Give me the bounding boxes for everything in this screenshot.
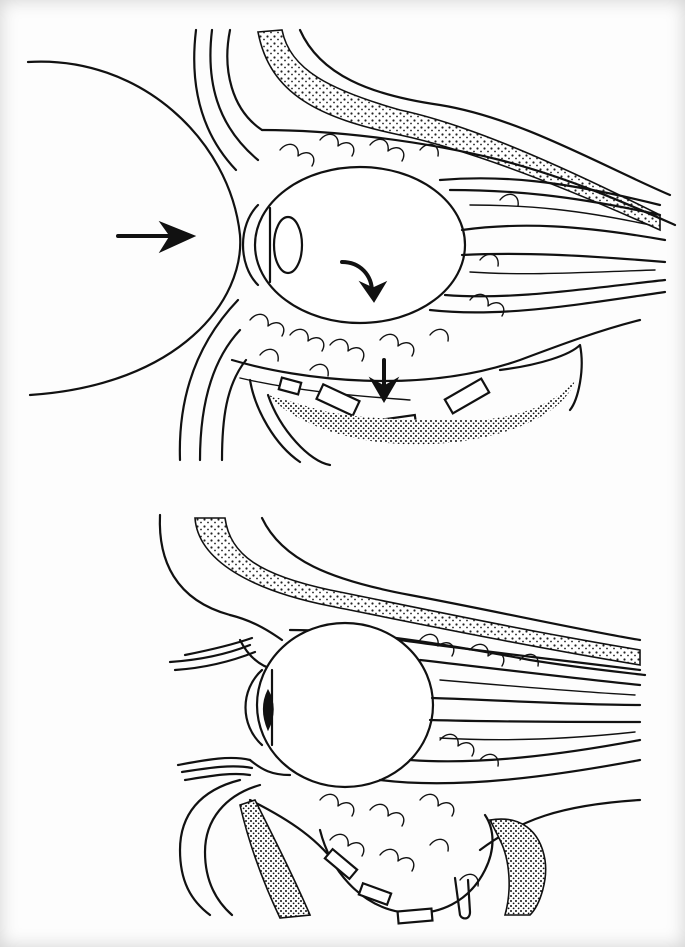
orbital-floor-bottom <box>250 800 640 870</box>
optic-nerve-upper <box>462 226 665 240</box>
maxillary-bone-bottom-left <box>240 800 310 918</box>
lower-lid-contour-3 <box>222 360 246 460</box>
orbital-floor-line <box>232 320 640 381</box>
globe-top <box>255 167 465 323</box>
upper-lid-fold <box>230 615 282 640</box>
lower-eyelashes <box>178 758 252 780</box>
blowout-fracture-arrow-icon <box>370 360 398 402</box>
maxillary-bone-top <box>268 380 575 444</box>
optic-nerve-bottom-upper <box>432 698 640 705</box>
optic-nerve-lower <box>462 254 665 262</box>
upper-lid-contour-3 <box>227 30 262 130</box>
optic-nerve-bottom-lower <box>430 720 640 722</box>
bottom-panel <box>160 515 645 923</box>
inferior-muscle-bottom-2 <box>380 760 640 783</box>
blunt-object-outline <box>28 62 240 395</box>
bone-fragment-3 <box>445 379 489 414</box>
globe-bottom <box>257 623 433 787</box>
lower-lid-contour-2 <box>200 330 240 460</box>
maxillary-bone-bottom-right <box>490 819 546 915</box>
striation-bottom-2 <box>440 732 635 740</box>
bone-fragment-b3 <box>398 909 433 924</box>
lateral-rim-lower <box>500 345 582 410</box>
inferior-muscle-bottom <box>410 740 640 761</box>
upper-lid-contour-1 <box>194 30 236 170</box>
bone-fragment-4 <box>279 378 301 395</box>
impact-arrow-icon <box>118 222 195 252</box>
lower-lid-contour-1 <box>180 300 238 460</box>
top-panel <box>28 30 675 465</box>
muscle-striation-2 <box>470 270 655 274</box>
bone-fragment-b2 <box>359 883 391 905</box>
